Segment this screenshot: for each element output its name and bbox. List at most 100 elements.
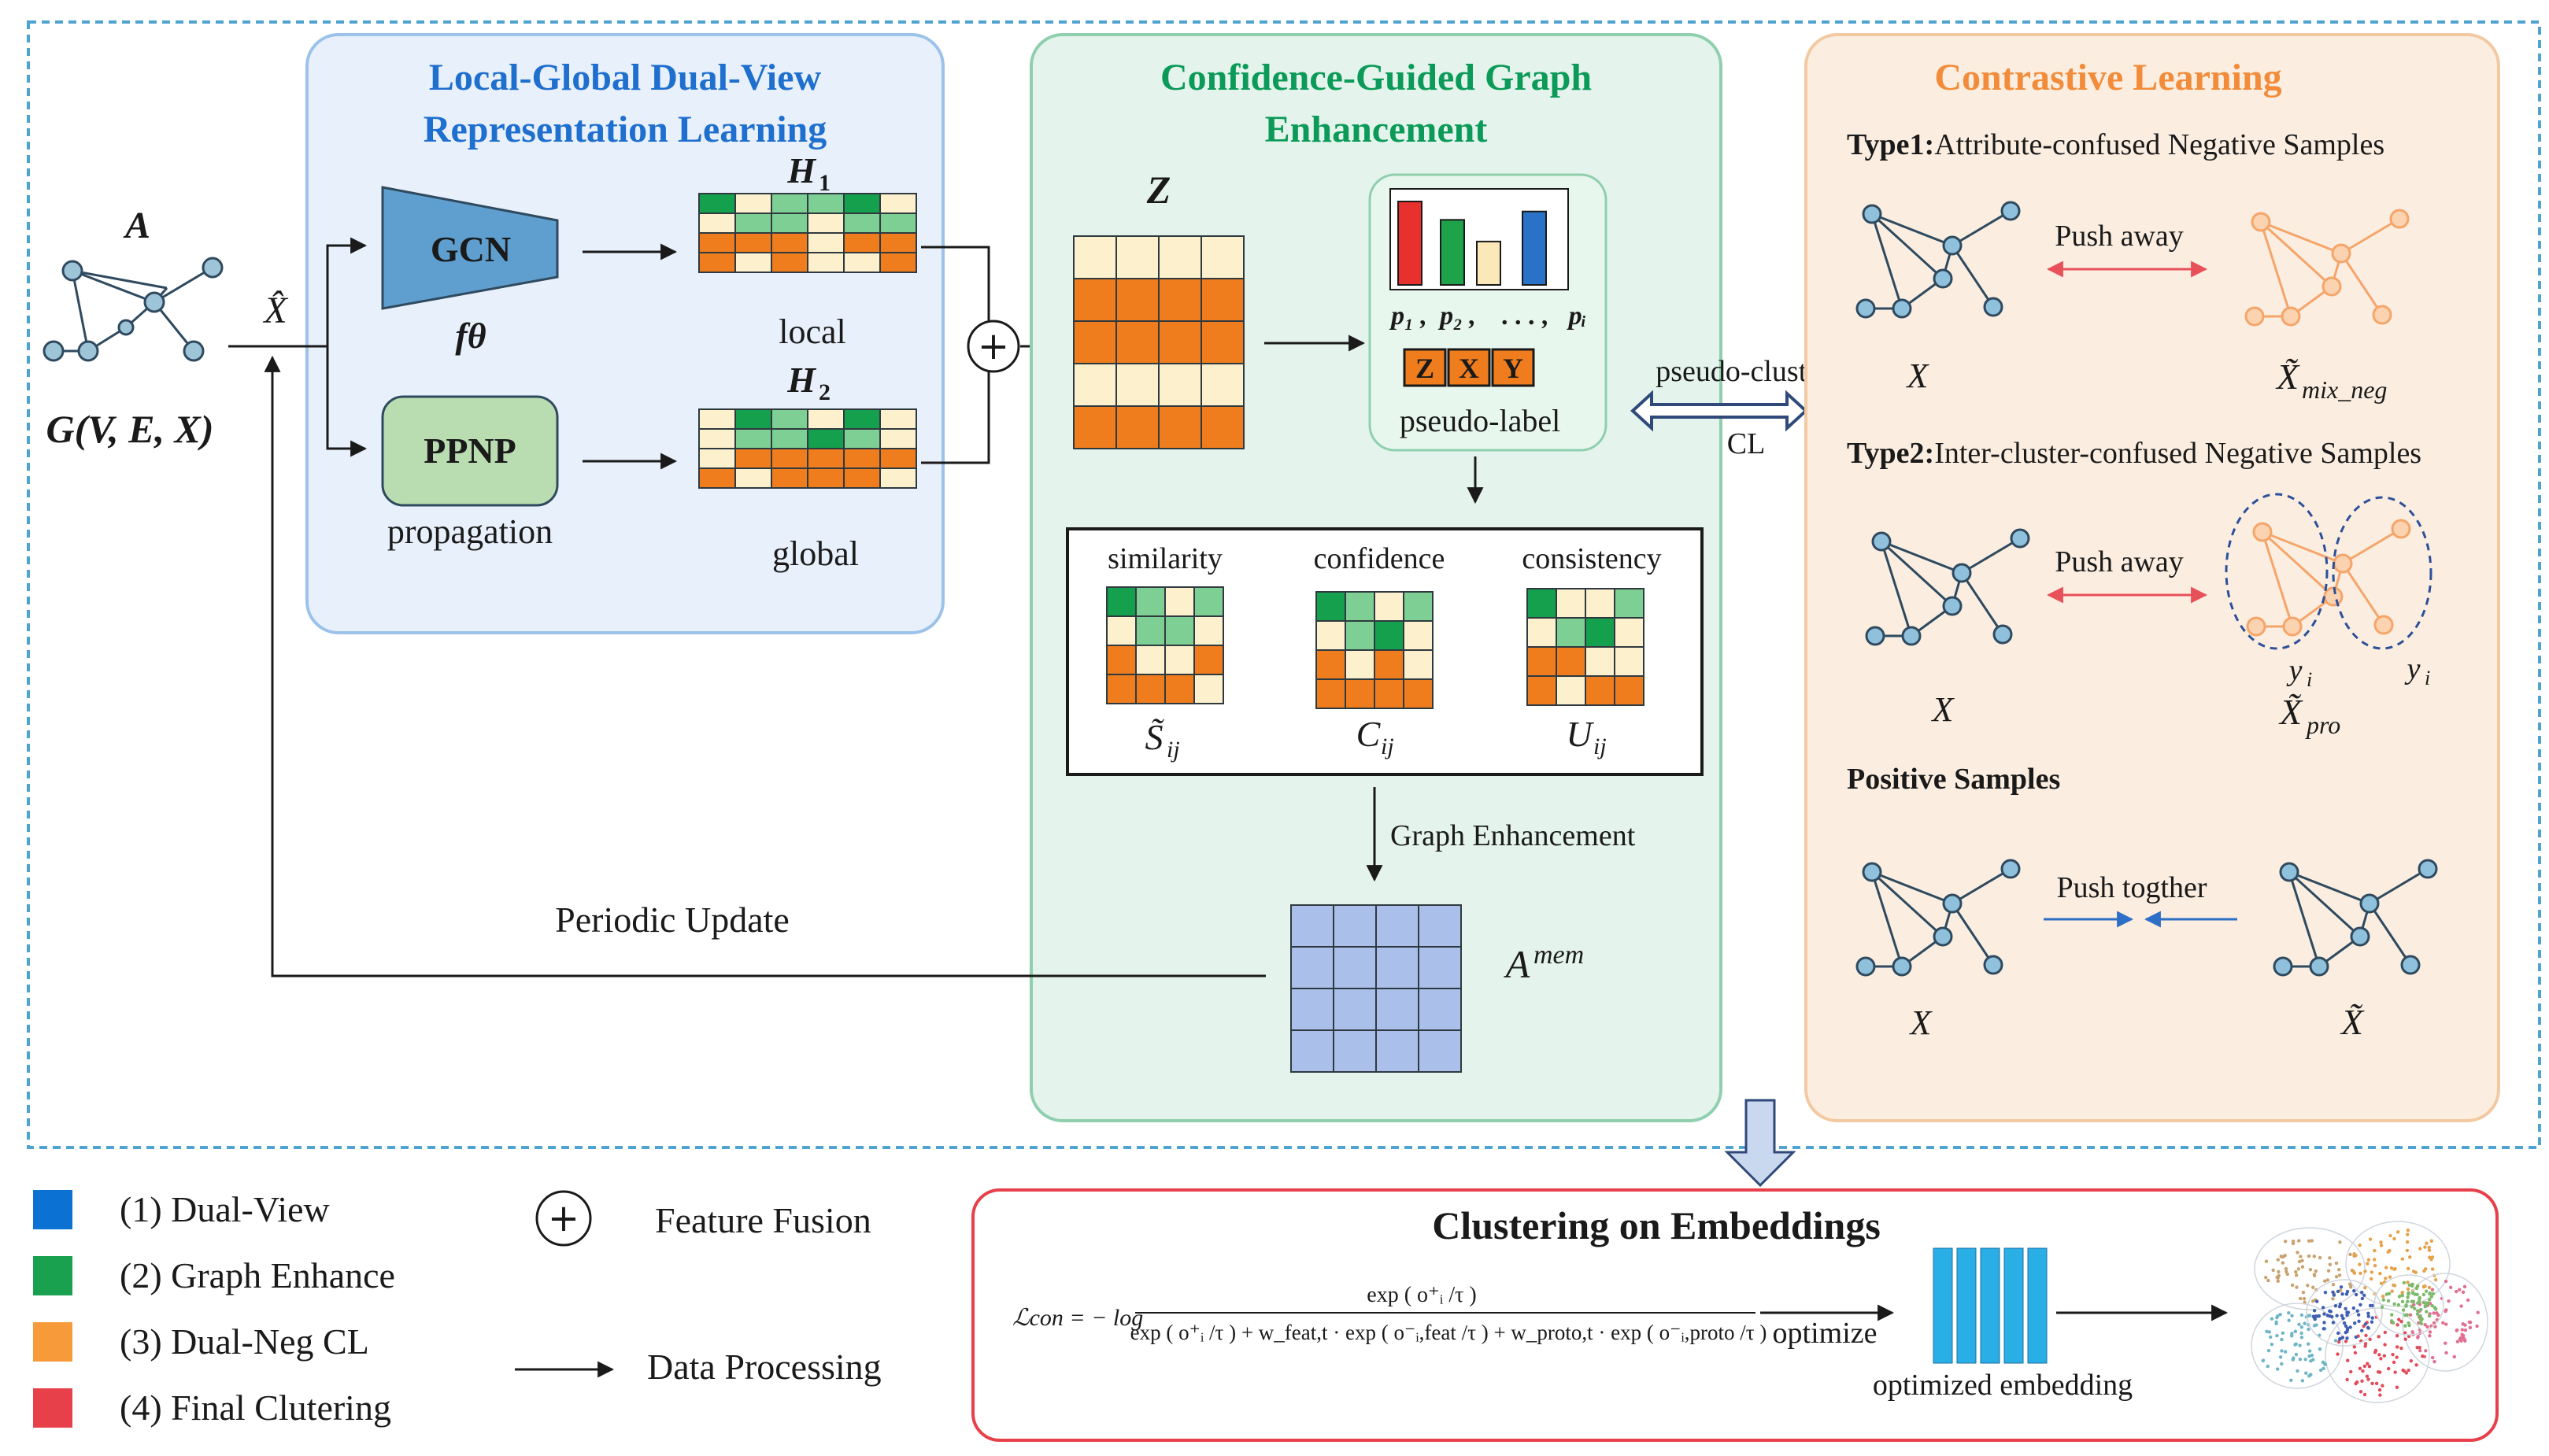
scatter-point: [2312, 1309, 2317, 1313]
scatter-point: [2430, 1267, 2435, 1271]
scatter-point: [2358, 1366, 2362, 1370]
scatter-point: [2354, 1381, 2358, 1386]
scatter-point: [2395, 1355, 2399, 1359]
scatter-point: [2407, 1368, 2410, 1373]
scatter-point: [2333, 1304, 2338, 1308]
outer-frame: [27, 20, 2541, 1149]
gcn-encoder: [381, 186, 559, 310]
scatter-point: [2381, 1298, 2386, 1302]
scatter-point: [2455, 1340, 2460, 1343]
graph-edge: [1870, 212, 1944, 280]
scatter-point: [2307, 1327, 2310, 1332]
scatter-point: [2348, 1325, 2352, 1329]
scatter-point: [2362, 1392, 2367, 1397]
scatter-point: [2358, 1262, 2362, 1266]
scatter-point: [2278, 1313, 2282, 1317]
type1-push-away-label: Push away: [2055, 220, 2184, 253]
scatter-point: [2302, 1297, 2307, 1301]
matrix-cell: [1201, 278, 1245, 322]
scatter-point: [2381, 1294, 2385, 1299]
matrix-cell: [1106, 645, 1137, 675]
matrix-cell: [1135, 615, 1166, 646]
graph-edge: [1881, 540, 1963, 575]
zxy-label: Z: [1415, 353, 1434, 384]
scatter-point: [2396, 1303, 2401, 1307]
graph-node: [1942, 235, 1963, 256]
legend-label: (1) Dual-View: [120, 1189, 331, 1229]
data-processing-label: Data Processing: [647, 1347, 882, 1387]
optimize-label: optimize: [1773, 1317, 1878, 1350]
scatter-point: [2366, 1326, 2370, 1330]
scatter-point: [2265, 1329, 2269, 1333]
scatter-point: [2334, 1261, 2339, 1266]
graph-edge: [2260, 220, 2342, 255]
scatter-point: [2277, 1273, 2281, 1278]
graph-edge: [2342, 527, 2402, 565]
scatter-point: [2336, 1340, 2341, 1344]
matrix-cell: [734, 408, 772, 430]
positive-anchor-graph: [1855, 859, 2021, 977]
scatter-point: [2389, 1319, 2394, 1323]
scatter-point: [2283, 1253, 2287, 1258]
to-ppnp-arrow: [326, 346, 368, 457]
matrix-cell: [1115, 363, 1160, 407]
scatter-point: [2395, 1334, 2399, 1338]
scatter-point: [2323, 1362, 2328, 1366]
scatter-point: [2406, 1266, 2410, 1271]
matrix-cell: [734, 252, 772, 273]
scatter-point: [2403, 1337, 2407, 1341]
scatter-point: [2419, 1321, 2424, 1326]
amem-matrix: [1290, 904, 1462, 1073]
c-sub: ij: [1381, 734, 1394, 759]
scatter-point: [2396, 1230, 2400, 1234]
matrix-cell: [879, 428, 917, 449]
graph-node: [1942, 893, 1963, 914]
h2-matrix: [698, 408, 917, 489]
scatter-point: [2366, 1258, 2371, 1262]
pseudo-bar-chart: [1397, 201, 1547, 286]
graph-edge: [1880, 540, 1954, 608]
matrix-cell: [1585, 646, 1615, 677]
loss-numerator: exp ( o⁺ᵢ /τ ): [1367, 1283, 1476, 1307]
scatter-point: [2418, 1348, 2422, 1353]
scatter-point: [2354, 1335, 2358, 1340]
scatter-point: [2266, 1348, 2271, 1353]
scatter-point: [2341, 1317, 2345, 1321]
graph-node: [1892, 956, 1912, 977]
scatter-point: [2277, 1269, 2281, 1274]
graph-node: [2246, 616, 2266, 637]
matrix-cell: [843, 408, 881, 430]
type1-anchor-graph: [1855, 201, 2021, 319]
matrix-cell: [1193, 674, 1224, 704]
panel-title-line1: Local-Global Dual-View: [429, 57, 822, 98]
matrix-cell: [843, 428, 881, 449]
graph-node: [2279, 862, 2299, 882]
matrix-cell: [1585, 588, 1615, 619]
matrix-cell: [698, 232, 736, 253]
consistency-label: consistency: [1522, 542, 1661, 575]
legend-swatch: [33, 1388, 72, 1428]
matrix-cell: [843, 193, 881, 214]
scatter-point: [2293, 1329, 2298, 1333]
h2-to-fusion-line: [921, 370, 990, 464]
graph-enhancement-label: Graph Enhancement: [1390, 819, 1636, 852]
amem-label: A: [1504, 942, 1530, 986]
scatter-point: [2370, 1316, 2374, 1320]
matrix-cell: [1585, 675, 1615, 706]
type2-heading: Type2:Inter-cluster-confused Negative Sa…: [1847, 437, 2421, 470]
scatter-point: [2308, 1267, 2313, 1272]
scatter-point: [2340, 1292, 2344, 1296]
legend-label: (4) Final Clutering: [120, 1388, 391, 1428]
scatter-point: [2459, 1304, 2463, 1308]
scatter-point: [2428, 1255, 2432, 1259]
scatter-point: [2395, 1323, 2399, 1327]
scatter-point: [2299, 1325, 2304, 1329]
propagation-label: propagation: [387, 512, 553, 551]
scatter-point: [2297, 1259, 2302, 1264]
scatter-point: [2264, 1259, 2269, 1263]
yi-sub: i: [2307, 668, 2312, 691]
scatter-point: [2331, 1297, 2335, 1301]
scatter-point: [2296, 1251, 2299, 1255]
scatter-point: [2307, 1239, 2311, 1243]
